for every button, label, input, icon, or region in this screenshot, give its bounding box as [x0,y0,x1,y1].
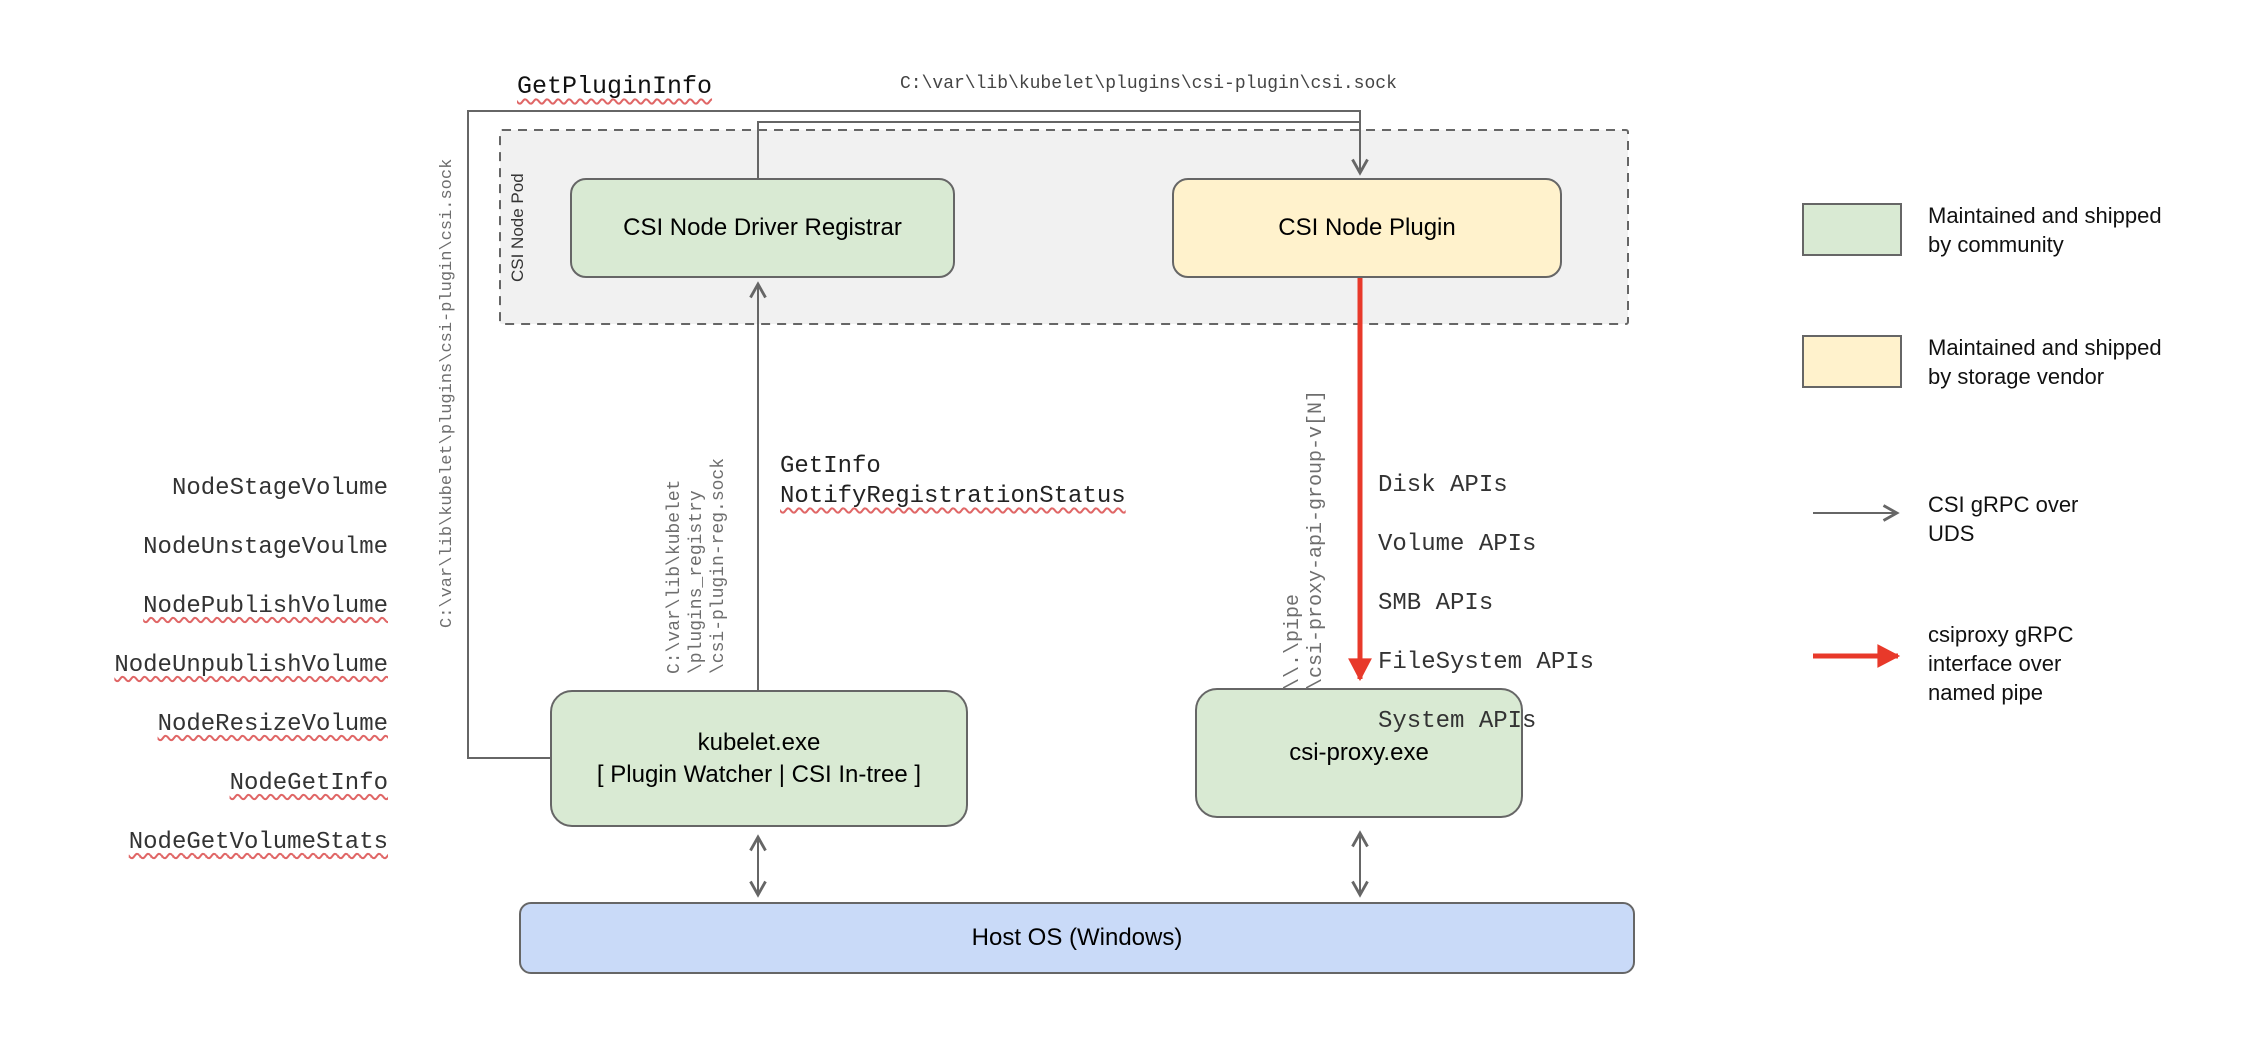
legend-vendor-text: Maintained and shipped by storage vendor [1928,335,2162,389]
kubelet-label: kubelet.exe [ Plugin Watcher | CSI In-tr… [596,728,922,788]
node-rpc-item: NodeGetInfo [229,769,388,797]
node-rpc-item: NodeUnpublishVolume [114,651,388,679]
proxy-api-item: System APIs [1378,708,1537,736]
uds-line-registrar-to-csi-node-plugin [757,121,1360,178]
node-csi-node-plugin: CSI Node Plugin [1172,178,1562,278]
proxy-api-item: SMB APIs [1378,589,1494,617]
plugin-label: CSI Node Plugin [1278,214,1456,241]
csi-node-pod-label: CSI Node Pod [508,173,527,282]
registry-path-label: C:\var\lib\kubelet \plugins_registry \cs… [665,457,729,674]
legend-vendor-swatch [1802,335,1902,388]
csi-proxy-label: csi-proxy.exe [1289,739,1429,766]
node-csi-proxy: csi-proxy.exe [1195,688,1523,818]
proxy-api-item: FileSystem APIs [1378,649,1595,677]
proxy-api-list: Disk APIs Volume APIs SMB APIs FileSyste… [1378,441,1594,767]
registrar-label: CSI Node Driver Registrar [623,214,902,241]
proxy-api-item: Volume APIs [1378,530,1537,558]
notify-registration-status-label: NotifyRegistrationStatus [780,483,1126,510]
uds-line-kubelet-to-csi-node-plugin [467,110,1369,759]
node-host-os: Host OS (Windows) [519,902,1635,974]
get-info-label: GetInfo [780,453,881,480]
node-csi-node-driver-registrar: CSI Node Driver Registrar [570,178,955,278]
node-rpc-list: NodeStageVolume NodeUnstageVoulme NodePu… [95,444,388,887]
legend-uds-text: CSI gRPC over UDS [1928,492,2079,546]
node-rpc-item: NodeGetVolumeStats [128,828,388,856]
csi-sock-path-top-label: C:\var\lib\kubelet\plugins\csi-plugin\cs… [900,74,1397,94]
host-os-label: Host OS (Windows) [971,924,1183,951]
node-rpc-item: NodeUnstageVoulme [143,533,388,561]
node-rpc-item: NodeStageVolume [171,474,388,502]
legend-community-text: Maintained and shipped by community [1928,203,2162,257]
csi-sock-path-left-label: C:\var\lib\kubelet\plugins\csi-plugin\cs… [438,158,457,628]
legend-namedpipe-text: csiproxy gRPC interface over named pipe [1928,622,2074,705]
node-rpc-item: NodeResizeVolume [157,710,388,738]
node-rpc-item: NodePublishVolume [143,592,388,620]
get-plugin-info-label: GetPluginInfo [517,72,713,101]
legend-community-swatch [1802,203,1902,256]
node-kubelet: kubelet.exe [ Plugin Watcher | CSI In-tr… [550,690,968,827]
proxy-api-item: Disk APIs [1378,471,1508,499]
named-pipe-path-label: \\.\pipe \csi-proxy-api-group-v[N] [1282,389,1328,690]
